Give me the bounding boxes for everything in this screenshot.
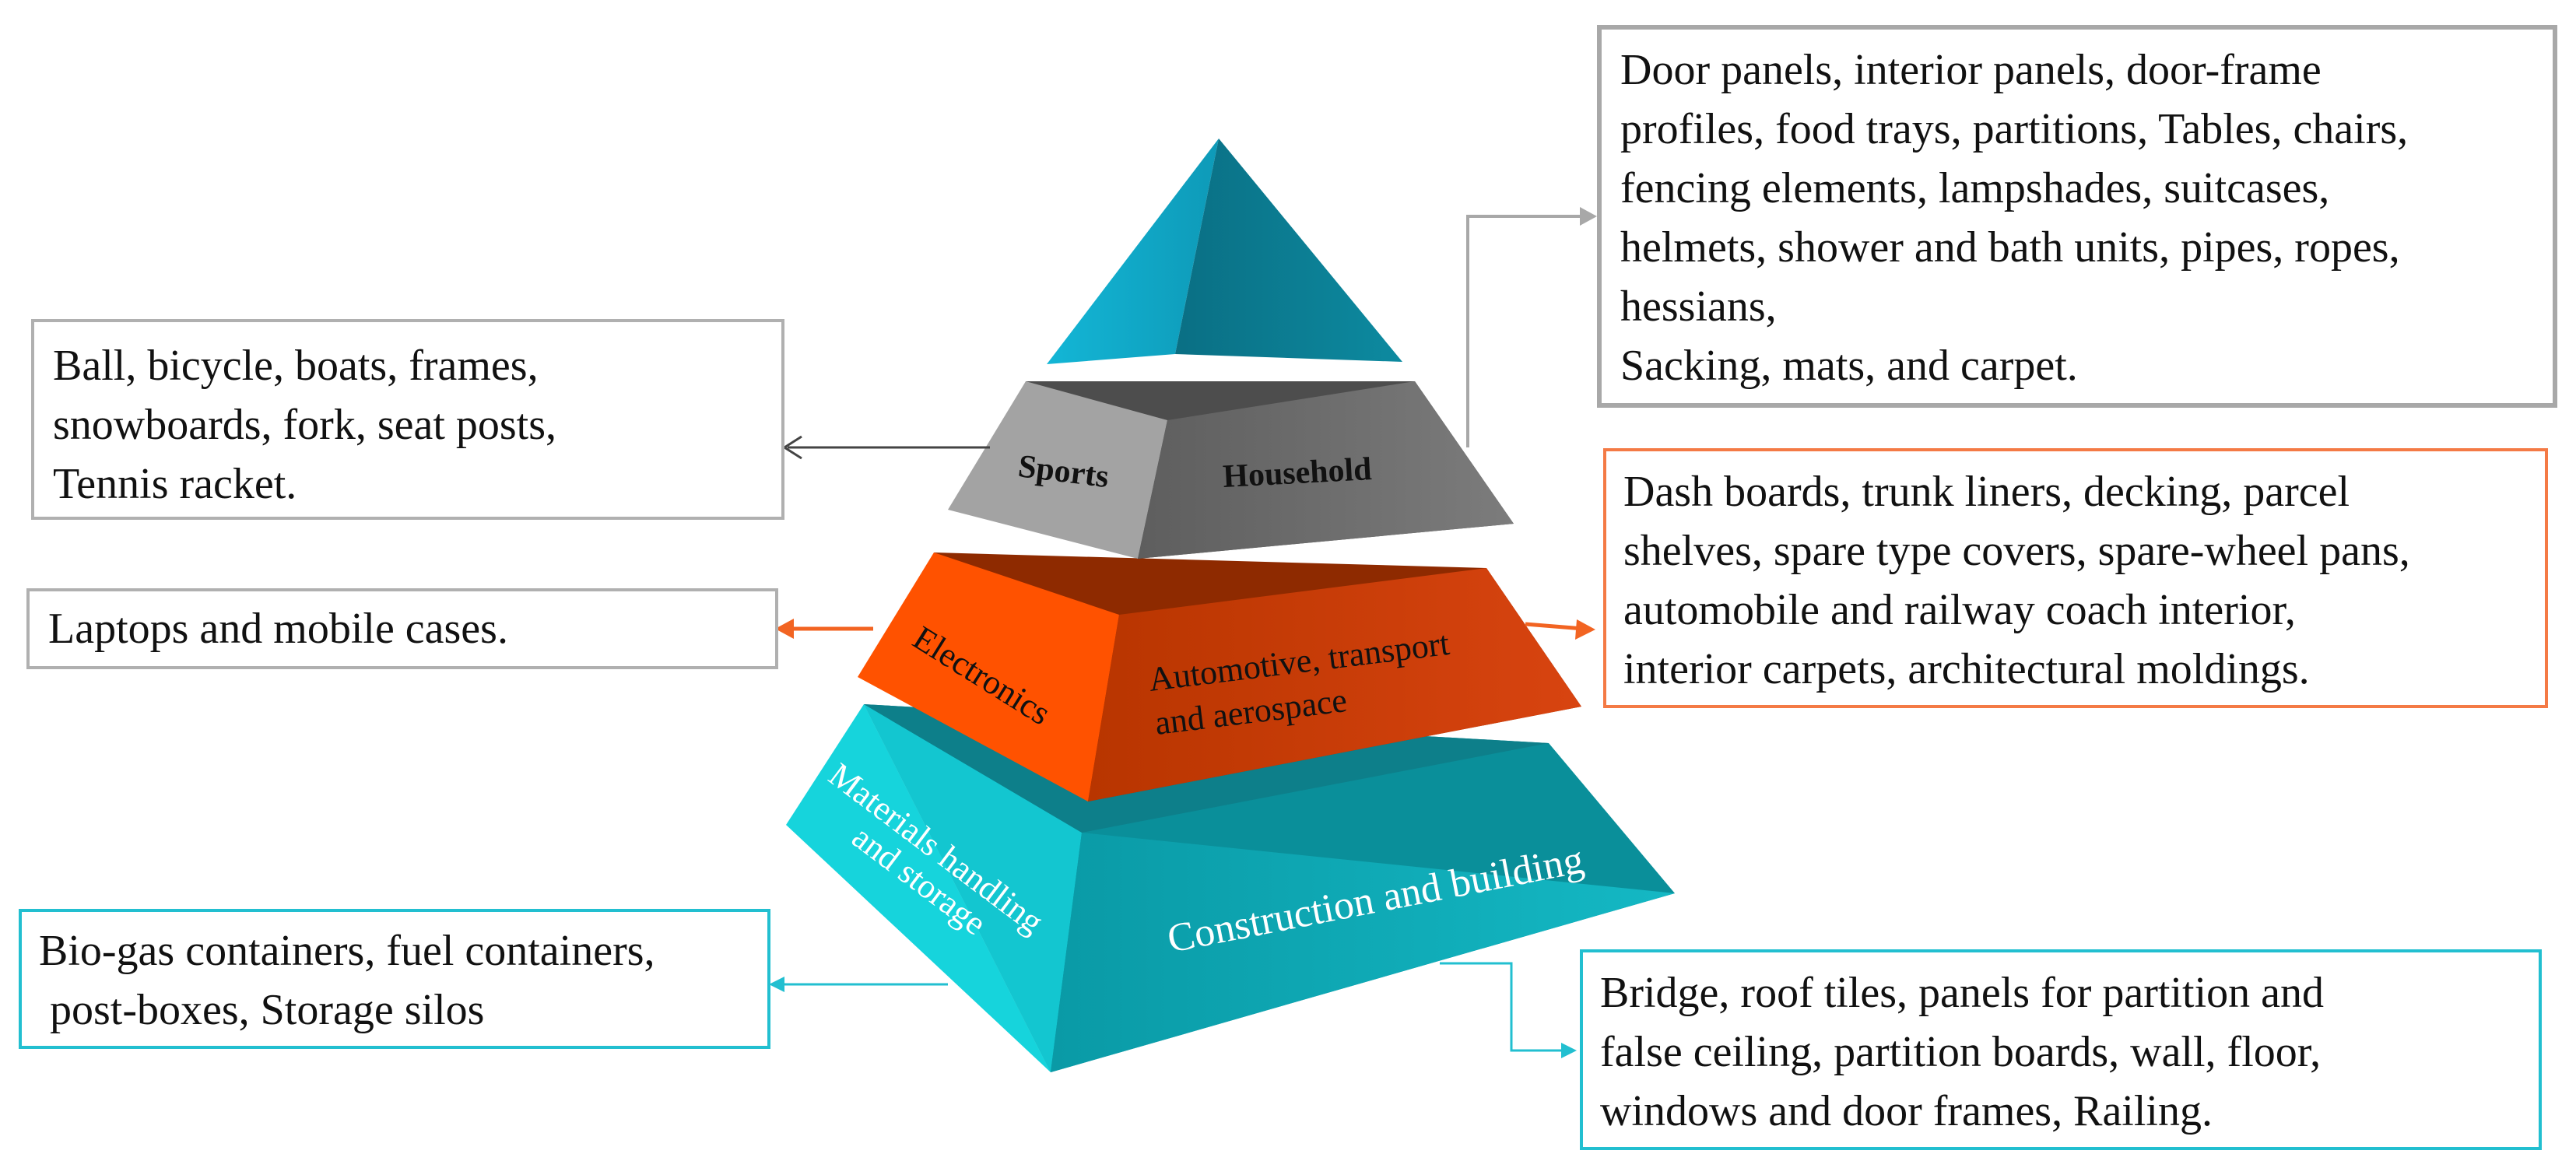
tier4-left-face-upper (864, 704, 1082, 1072)
construction-line-3: windows and door frames, Railing. (1600, 1087, 2213, 1135)
electronics-line-1: Laptops and mobile cases. (48, 605, 508, 653)
automotive-line-3: automobile and railway coach interior, (1623, 586, 2296, 634)
construction-line-2: false ceiling, partition boards, wall, f… (1600, 1028, 2322, 1076)
household-line-5: hessians, (1620, 282, 1777, 331)
materials-line-1: Bio-gas containers, fuel containers, (39, 927, 655, 975)
tier2-right-face (1138, 381, 1514, 559)
top-left-face (1047, 139, 1219, 364)
arrowhead-automotive (1575, 619, 1595, 640)
top-right-face (1175, 139, 1402, 362)
tier-top-pyramid (1047, 139, 1402, 364)
household-applications-box: Door panels, interior panels, door-frame… (1597, 25, 2557, 408)
sports-line-1: Ball, bicycle, boats, frames, (53, 342, 539, 390)
tier-sports-household (948, 381, 1514, 559)
automotive-line-2: shelves, spare type covers, spare-wheel … (1623, 527, 2410, 575)
tier3-left-face (858, 552, 1119, 801)
tier2-left-face (948, 381, 1167, 559)
sports-applications-box: Ball, bicycle, boats, frames, snowboards… (31, 319, 784, 520)
connector-sports (782, 435, 990, 460)
household-line-4: helmets, shower and bath units, pipes, r… (1620, 223, 2400, 272)
automotive-line-4: interior carpets, architectural moldings… (1623, 645, 2310, 693)
electronics-applications-box: Laptops and mobile cases. (26, 588, 778, 669)
arrowhead-electronics (775, 619, 794, 639)
automotive-line-1: Dash boards, trunk liners, decking, parc… (1623, 468, 2350, 516)
tier4-right-face (1051, 833, 1675, 1072)
tier-electronics-automotive (858, 552, 1581, 801)
arrowhead-household (1580, 207, 1597, 226)
automotive-applications-box: Dash boards, trunk liners, decking, parc… (1603, 448, 2548, 708)
sports-line-3: Tennis racket. (53, 460, 297, 508)
sports-line-2: snowboards, fork, seat posts, (53, 401, 557, 449)
materials-handling-applications-box: Bio-gas containers, fuel containers, pos… (19, 909, 770, 1049)
construction-applications-box: Bridge, roof tiles, panels for partition… (1580, 949, 2542, 1150)
tier-label-household: Household (1222, 451, 1373, 495)
household-line-1: Door panels, interior panels, door-frame (1620, 46, 2322, 94)
connector-automotive (1525, 622, 1584, 631)
household-line-2: profiles, food trays, partitions, Tables… (1620, 105, 2409, 153)
arrowhead-construction (1561, 1043, 1577, 1058)
household-line-6: Sacking, mats, and carpet. (1620, 342, 2078, 390)
tier3-right-face (1088, 568, 1581, 801)
materials-line-2: post-boxes, Storage silos (39, 986, 485, 1034)
construction-line-1: Bridge, roof tiles, panels for partition… (1600, 969, 2324, 1017)
household-line-3: fencing elements, lampshades, suitcases, (1620, 164, 2330, 212)
arrowhead-materials (769, 977, 784, 992)
tier4-left-face (786, 704, 1051, 1072)
connector-household (1466, 215, 1588, 447)
connector-construction (1440, 962, 1566, 1052)
